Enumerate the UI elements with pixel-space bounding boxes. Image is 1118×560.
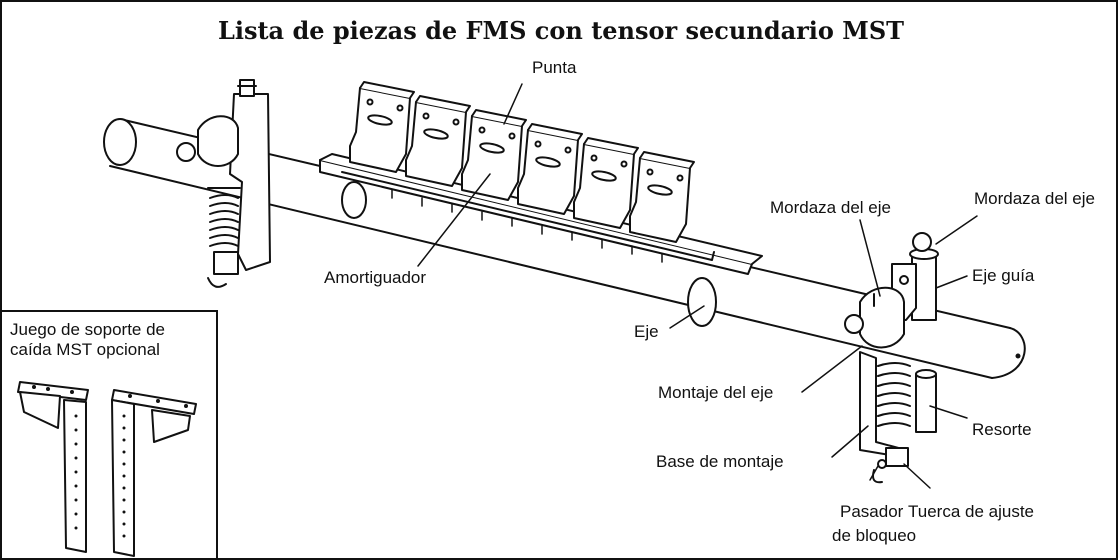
inset-caption-line1: Juego de soporte de bbox=[10, 320, 166, 339]
label-mount-base: Base de montaje bbox=[656, 452, 784, 471]
inset-caption: Juego de soporte de caída MST opcional bbox=[10, 320, 165, 360]
label-damper: Amortiguador bbox=[324, 268, 427, 287]
leader-lines bbox=[417, 83, 978, 489]
diagram-title: Lista de piezas de FMS con tensor secund… bbox=[217, 16, 905, 45]
label-shaft-clamp-1: Mordaza del eje bbox=[770, 198, 891, 217]
drop-bracket-kit-illustration bbox=[17, 381, 197, 557]
left-tensioner bbox=[176, 79, 271, 288]
left-drop-bracket bbox=[17, 381, 89, 553]
label-guide-shaft: Eje guía bbox=[972, 266, 1035, 285]
label-shaft: Eje bbox=[634, 322, 659, 341]
optional-bracket-inset: Juego de soporte de caída MST opcional bbox=[2, 310, 218, 558]
label-tip: Punta bbox=[532, 58, 577, 77]
label-shaft-clamp-2: Mordaza del eje bbox=[974, 189, 1095, 208]
inset-caption-line2: caída MST opcional bbox=[10, 340, 160, 359]
right-drop-bracket bbox=[111, 389, 197, 557]
left-spring bbox=[209, 194, 239, 247]
tips bbox=[349, 81, 695, 243]
label-lock-pin-2: de bloqueo bbox=[832, 526, 917, 545]
label-adjust-nut: Tuerca de ajuste bbox=[908, 502, 1034, 521]
label-lock-pin-1: Pasador bbox=[840, 502, 904, 521]
label-shaft-mount: Montaje del eje bbox=[658, 383, 774, 402]
right-tensioner bbox=[844, 232, 939, 484]
right-spring bbox=[877, 362, 911, 427]
label-spring: Resorte bbox=[972, 420, 1032, 439]
